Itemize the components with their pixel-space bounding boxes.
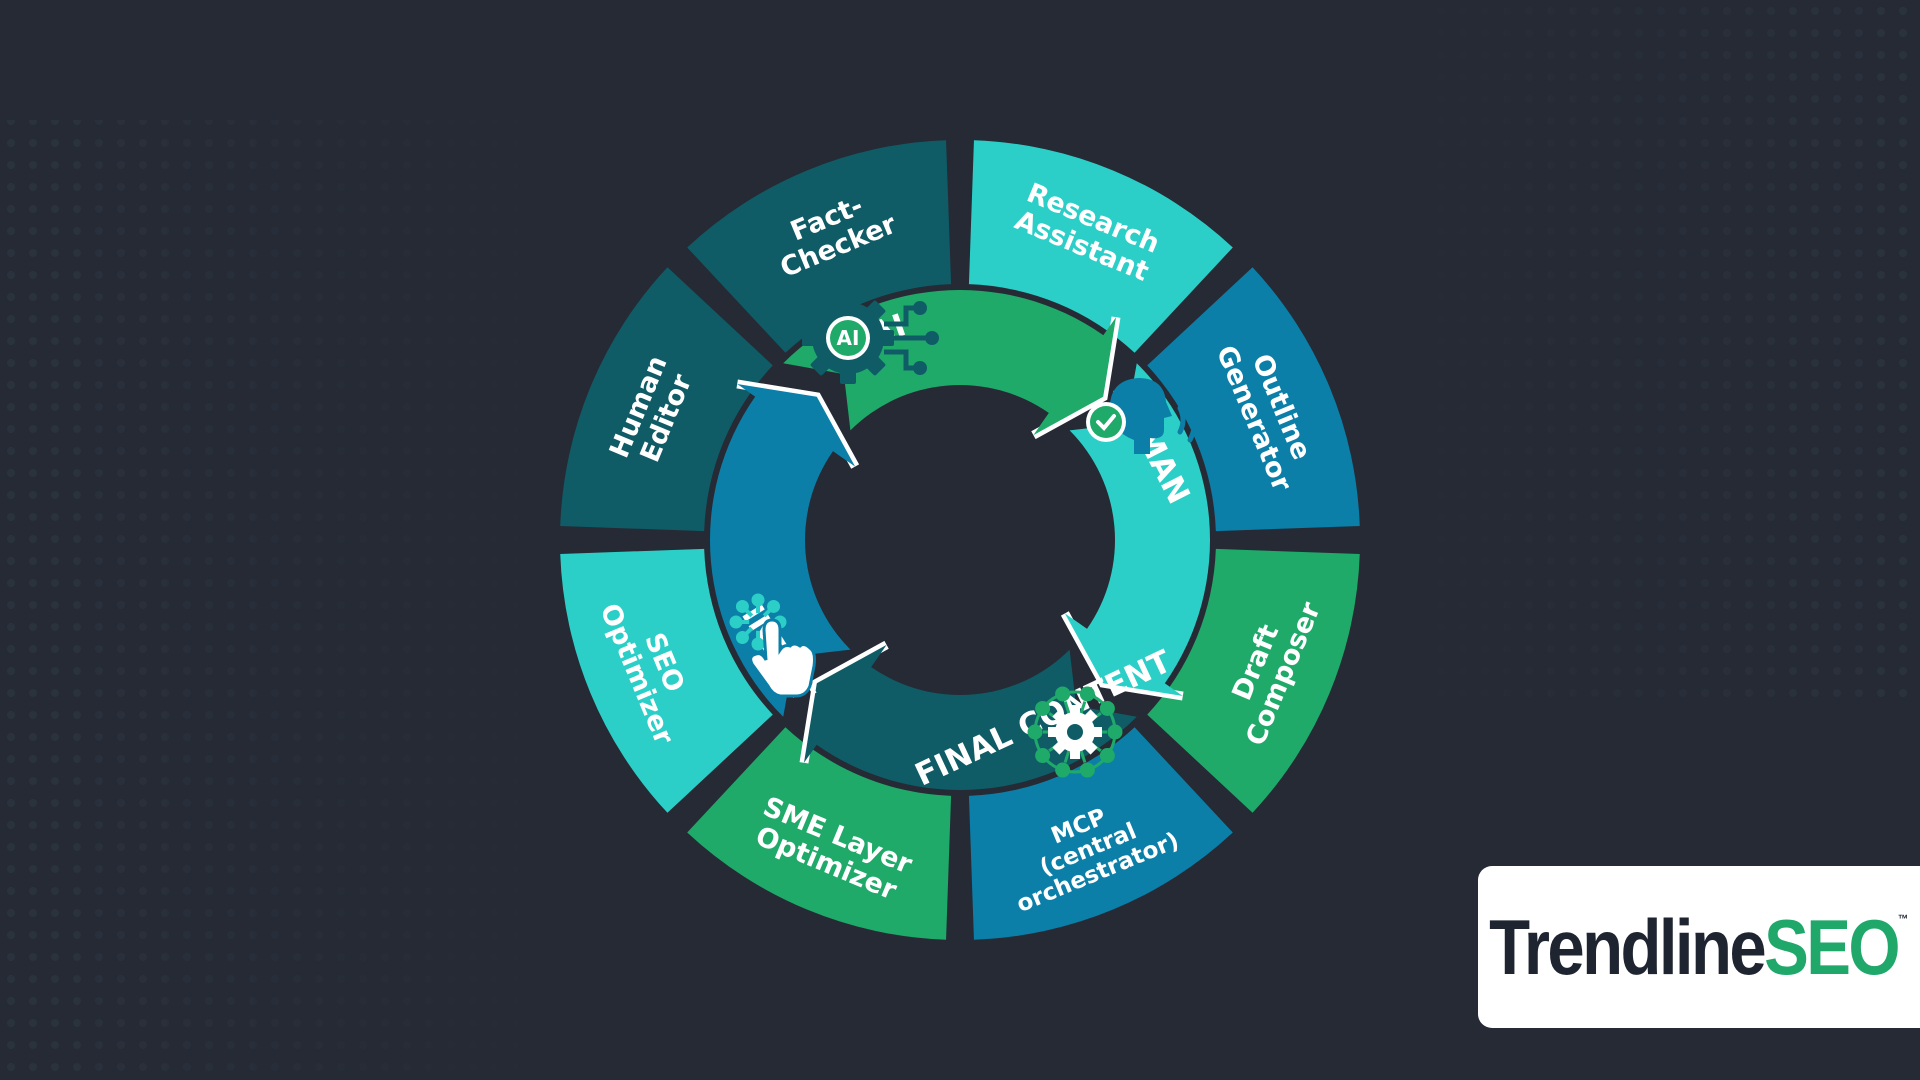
outer-segment-fact-checker xyxy=(687,140,952,353)
stage-separators xyxy=(736,316,1184,764)
ai-gear-icon: AI xyxy=(802,292,939,384)
outer-segment-research-assistant xyxy=(968,140,1233,353)
logo-seo: SEO xyxy=(1764,902,1901,991)
stage-arrow-head-final-content xyxy=(803,644,887,763)
stage-arrow-head-input xyxy=(737,383,856,467)
network-gear-icon xyxy=(1027,686,1123,778)
trendline-seo-logo: Trendline SEO ™ xyxy=(1478,866,1920,1028)
outer-segment-sme-layer-optimizer xyxy=(687,727,952,940)
ai-badge-text: AI xyxy=(837,326,860,350)
stage-arrow-head-ai xyxy=(1033,317,1117,436)
outer-segment-draft-composer xyxy=(1147,548,1360,813)
logo-trendline: Trendline xyxy=(1489,902,1767,991)
inner-ring xyxy=(709,289,1211,791)
logo-trademark: ™ xyxy=(1898,911,1909,926)
outer-segment-seo-optimizer xyxy=(560,548,773,813)
stage-arrow-final-content xyxy=(803,644,1137,791)
stage-arrow-human xyxy=(1064,363,1211,697)
outer-ring: ResearchAssistantOutlineGeneratorDraftCo… xyxy=(560,140,1360,940)
human-voice-icon xyxy=(1086,378,1198,454)
outer-segment-outline-generator xyxy=(1147,267,1360,532)
pointer-hand-icon xyxy=(729,593,816,698)
outer-segment-human-editor xyxy=(560,267,773,532)
stage-arrow-head-human xyxy=(1064,613,1183,697)
outer-segment-mcp-central-orchestrator xyxy=(968,727,1233,940)
